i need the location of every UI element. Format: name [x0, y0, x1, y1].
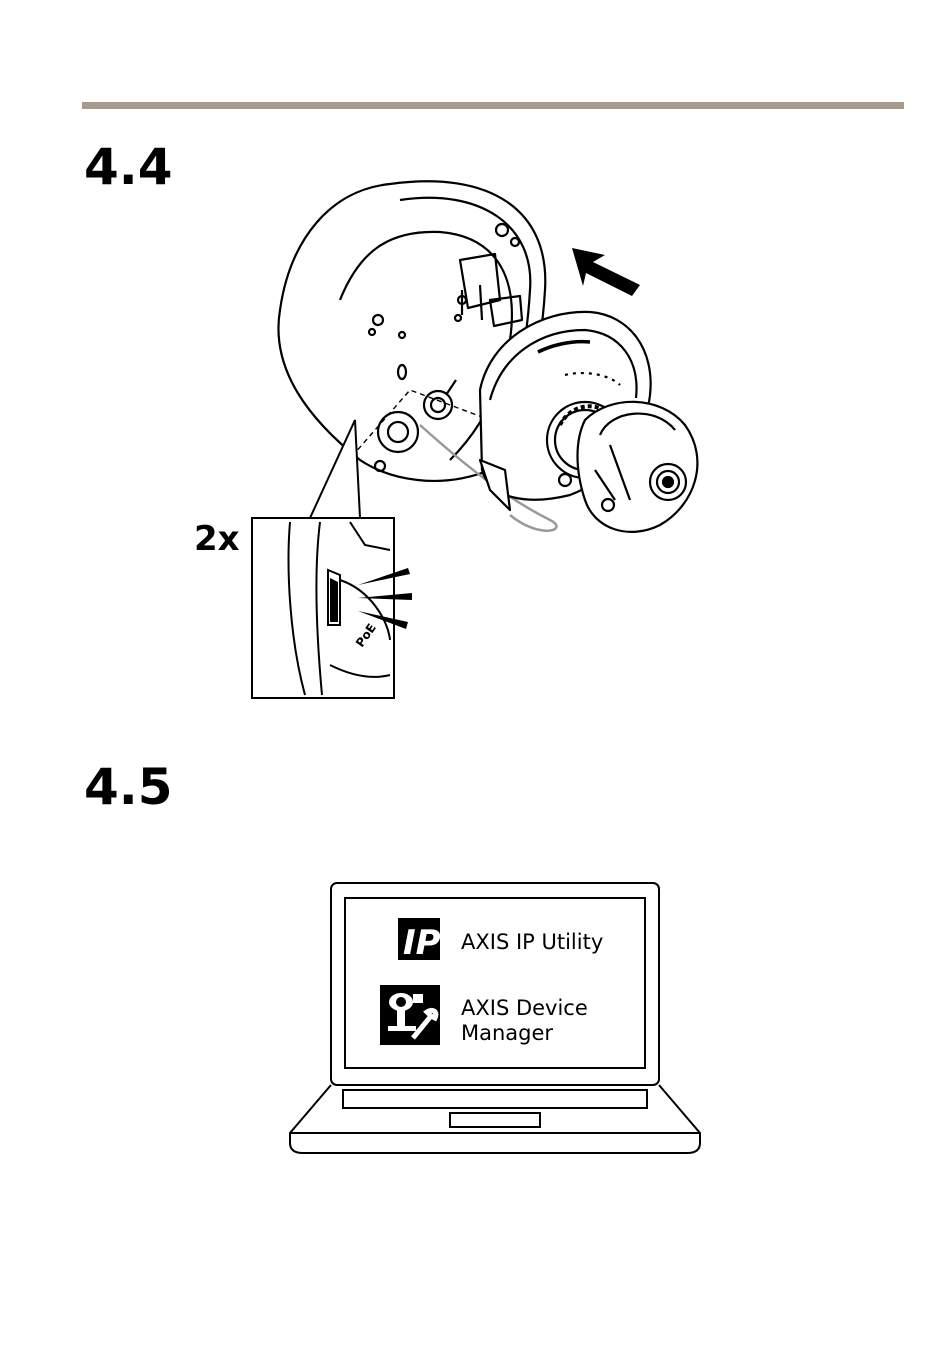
camera-wrench-icon [380, 985, 440, 1045]
laptop-illustration: IP AXIS IP Utility AXIS Device Manager [285, 878, 705, 1158]
camera-installation-illustration: 2x PoE [190, 170, 730, 710]
push-arrow-icon [572, 248, 640, 296]
laptop-lid [331, 883, 659, 1085]
ip-icon: IP [398, 918, 441, 963]
callout-detail-box: PoE [252, 518, 412, 698]
laptop-base [290, 1085, 700, 1153]
app-label-axis-device-manager-line1: AXIS Device [461, 996, 588, 1020]
callout-label: 2x [194, 519, 240, 559]
app-label-axis-device-manager-line2: Manager [461, 1021, 553, 1045]
app-label-axis-ip-utility: AXIS IP Utility [461, 930, 603, 954]
trackpad [450, 1113, 540, 1127]
header-rule [82, 102, 904, 109]
step-number-4-4: 4.4 [84, 142, 173, 192]
keyboard-area [343, 1090, 647, 1108]
step-number-4-5: 4.5 [84, 762, 173, 812]
svg-text:IP: IP [403, 923, 441, 963]
